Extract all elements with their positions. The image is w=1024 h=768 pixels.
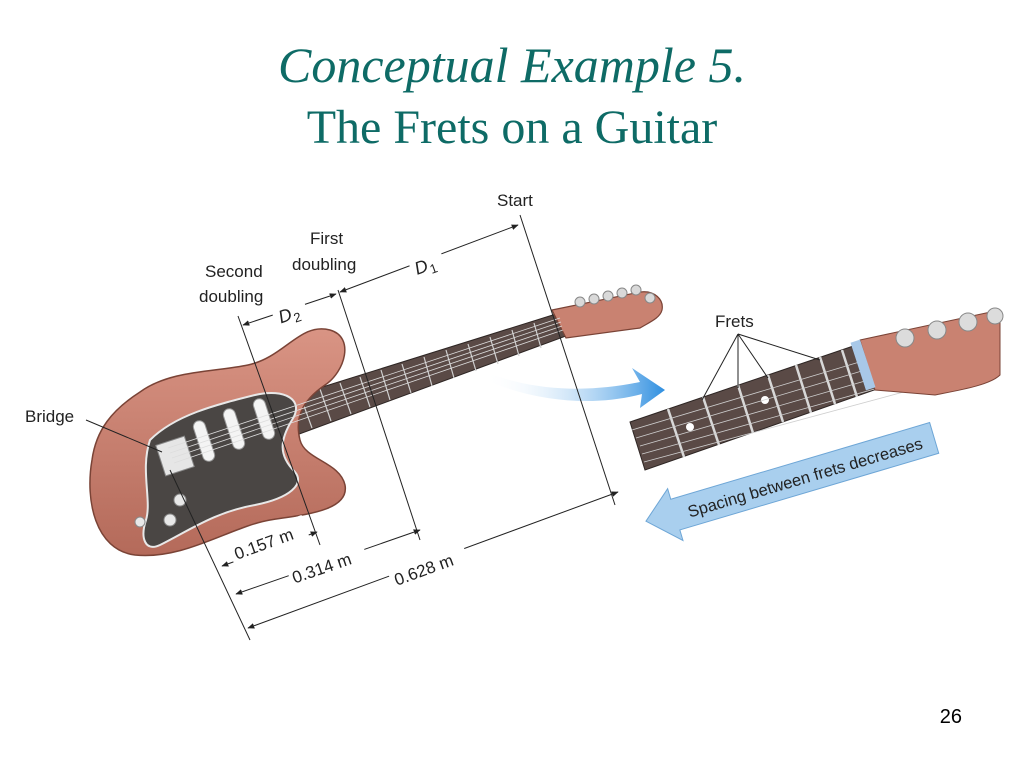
- title-line-2: The Frets on a Guitar: [306, 101, 718, 154]
- d2-label: D 2: [276, 304, 304, 327]
- start-label: Start: [497, 191, 533, 210]
- zoom-headstock: [859, 309, 1001, 396]
- svg-text:1: 1: [428, 260, 440, 277]
- first-doubling-label-2: doubling: [292, 255, 356, 274]
- second-doubling-label-1: Second: [205, 262, 263, 281]
- bridge-label: Bridge: [25, 407, 74, 426]
- guitar-illustration: [89, 284, 663, 557]
- frets-label: Frets: [715, 312, 754, 331]
- blue-zoom-arrow: [485, 368, 665, 408]
- first-doubling-label-1: First: [310, 229, 343, 248]
- guitar-bridge: [155, 435, 195, 477]
- zoom-tuning-pegs: [895, 307, 1004, 348]
- d1-label: D 1: [412, 256, 440, 279]
- svg-text:D: D: [412, 256, 431, 279]
- tuning-pegs: [574, 284, 656, 308]
- guitar-headstock: [551, 291, 663, 339]
- title-line-1: Conceptual Example 5.: [278, 37, 746, 93]
- zoom-nut: [850, 339, 876, 391]
- svg-text:D: D: [276, 304, 295, 327]
- frets-leader-lines: [701, 333, 821, 401]
- second-doubling-label-2: doubling: [199, 287, 263, 306]
- page-number: 26: [939, 706, 962, 728]
- spacing-arrow-label: Spacing between frets decreases: [686, 435, 925, 522]
- svg-text:2: 2: [292, 309, 304, 326]
- zoom-frets: [666, 349, 859, 458]
- zoomed-fretboard: [629, 307, 1004, 471]
- guitar-strings: [167, 317, 564, 464]
- label-knockouts: [226, 247, 470, 591]
